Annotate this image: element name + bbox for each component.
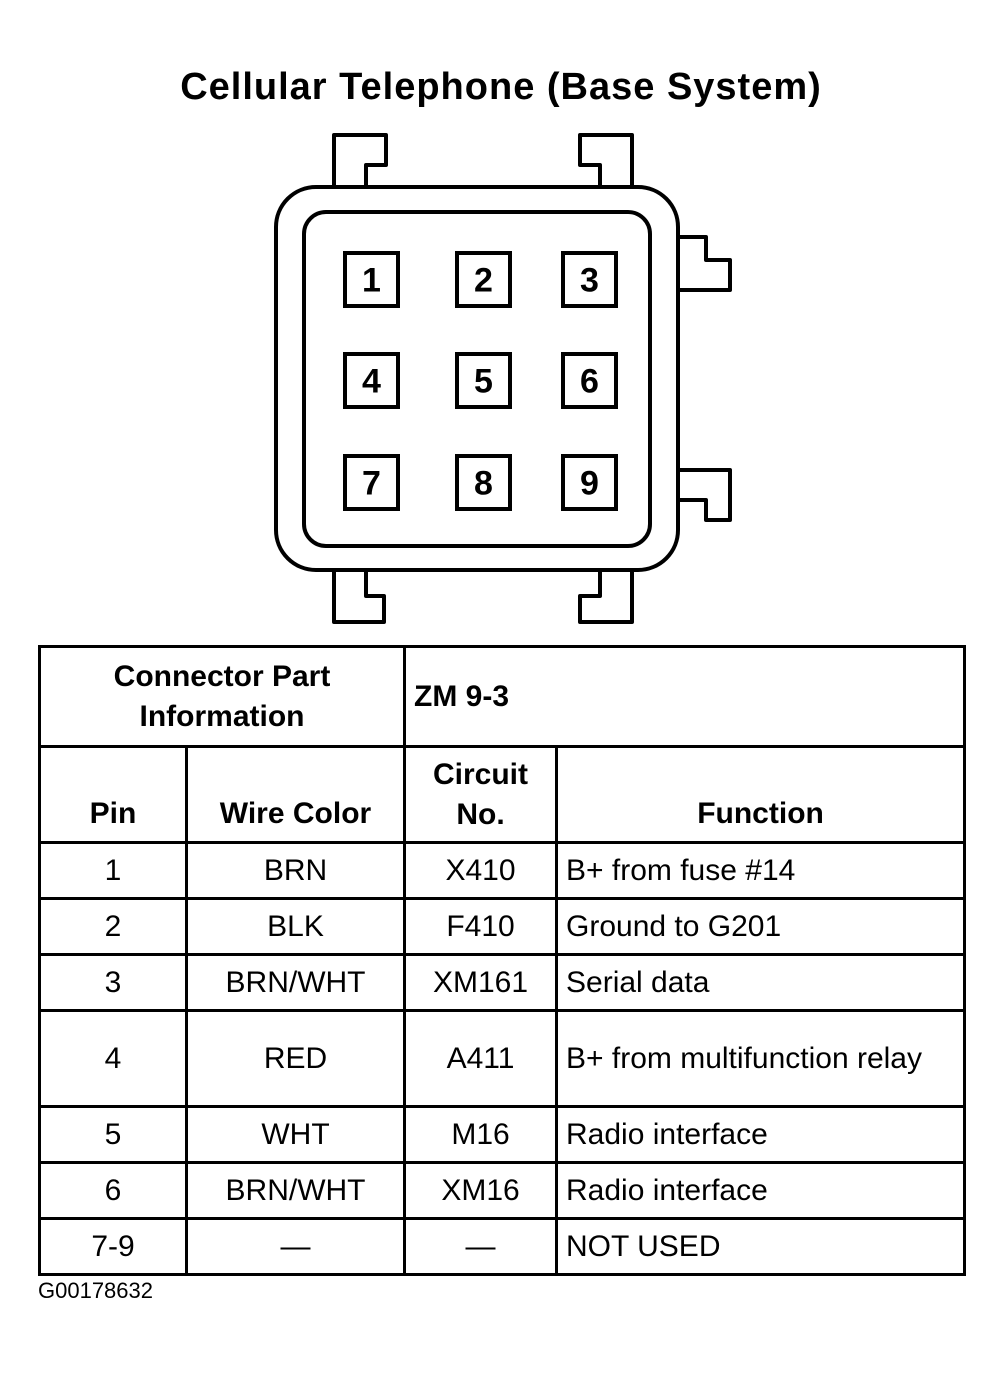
header-function: Function [555,745,967,844]
cell-wire-color: RED [184,1009,407,1108]
cell-pin: 2 [38,897,188,956]
latch-tab-bottom-left [332,570,386,624]
header-circuit-line2: No. [456,797,505,831]
pin-number-2: 2 [474,262,493,300]
column-header-row: Pin Wire Color Circuit No. Function [38,745,967,844]
pin-number-1: 1 [362,262,381,300]
header-circuit-no: Circuit No. [403,745,559,844]
connector-face-diagram: 1 2 3 4 5 6 7 8 9 [274,133,732,624]
connector-inner-face [302,210,652,548]
header-circuit-line1: Circuit [433,757,529,791]
connector-part-info-label: Connector Part Information [37,645,407,748]
pin-number-4: 4 [362,363,381,401]
cell-wire-color: WHT [184,1105,407,1164]
cell-wire-color: — [184,1217,407,1276]
pin-cavity-2 [455,251,512,308]
pin-cavity-9 [561,454,618,511]
cell-pin: 5 [38,1105,188,1164]
cell-function: Radio interface [555,1161,967,1220]
cell-wire-color: BRN/WHT [184,1161,407,1220]
connector-part-info-value: ZM 9-3 [403,645,967,748]
connector-info-row: Connector Part Information ZM 9-3 [37,645,967,748]
cell-circuit-no: XM16 [403,1161,559,1220]
cell-wire-color: BRN/WHT [184,953,407,1012]
pin-cavity-6 [561,352,618,409]
cell-wire-color: BLK [184,897,407,956]
pin-cavity-8 [455,454,512,511]
diagram-title: Cellular Telephone (Base System) [180,66,822,108]
cell-circuit-no: F410 [403,897,559,956]
cell-function: Ground to G201 [555,897,967,956]
header-wire-color: Wire Color [184,745,407,844]
cell-circuit-no: X410 [403,841,559,900]
table-row: 7-9——NOT USED [38,1217,967,1276]
cell-pin: 3 [38,953,188,1012]
connector-pinout-table: Connector Part Information ZM 9-3 Pin Wi… [37,645,967,1276]
cell-function: Serial data [555,953,967,1012]
pin-number-3: 3 [580,262,599,300]
figure-code: G00178632 [38,1278,153,1303]
pin-cavity-1 [343,251,400,308]
cell-function: Radio interface [555,1105,967,1164]
latch-tab-top-right [578,133,634,187]
cell-circuit-no: A411 [403,1009,559,1108]
cell-pin: 1 [38,841,188,900]
pin-number-5: 5 [474,363,493,401]
info-label-line1: Connector Part [113,659,331,693]
cell-circuit-no: XM161 [403,953,559,1012]
pin-number-6: 6 [580,363,599,401]
cell-function: B+ from multifunction relay [555,1009,967,1108]
latch-tab-top-left [332,133,388,187]
cell-circuit-no: — [403,1217,559,1276]
pin-cavity-4 [343,352,400,409]
cell-function: B+ from fuse #14 [555,841,967,900]
pin-cavity-5 [455,352,512,409]
cell-pin: 7-9 [38,1217,188,1276]
pin-number-8: 8 [474,465,493,503]
latch-tab-right-upper [678,235,732,292]
pin-cavity-7 [343,454,400,511]
header-pin: Pin [38,745,188,844]
cell-circuit-no: M16 [403,1105,559,1164]
info-label-line2: Information [139,699,305,733]
cell-function: NOT USED [555,1217,967,1276]
pin-number-9: 9 [580,465,599,503]
cell-pin: 4 [38,1009,188,1108]
pin-cavity-3 [561,251,618,308]
pin-number-7: 7 [362,465,381,503]
latch-tab-bottom-right [578,570,634,624]
cell-wire-color: BRN [184,841,407,900]
latch-tab-right-lower [678,468,732,522]
cell-pin: 6 [38,1161,188,1220]
